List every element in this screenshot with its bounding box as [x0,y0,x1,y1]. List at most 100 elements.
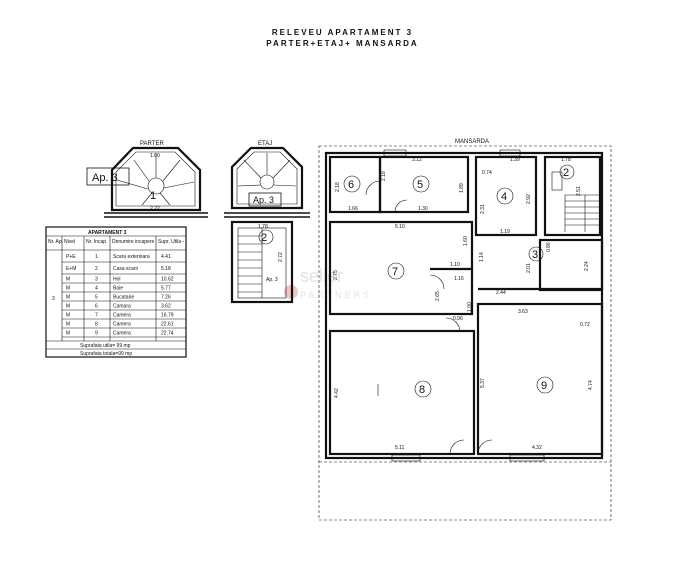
th-ap: Nr. Ap. [48,239,63,245]
dim-m-9-w: 3.63 [518,309,528,315]
dim-m-top-2: 1.78 [561,157,571,163]
th-nr: Nr. Incap. [86,239,107,245]
th-level: Nivel [64,239,75,245]
dim-m-top-5: 3.12 [412,157,422,163]
dim-m-mid-d: 2.65 [435,291,441,301]
ap3-tag-parter-text: Ap. 3 [92,172,118,184]
dim-m-4-c: 2.92 [526,194,532,204]
dim-m-6-w: 1.66 [348,206,358,212]
td-level: P+E [66,254,76,260]
td-nr: 3 [95,277,98,283]
dim-m-3-a: 0.86 [546,242,552,252]
dim-m-8-bottom: 5.11 [395,445,405,451]
dim-m-6-h: 2.18 [335,182,341,192]
mansarda-plan: MANSARDA [318,139,612,521]
td-level: M [66,304,70,310]
dim-m-9-h: 4.74 [588,380,594,390]
dim-m-5-w: 1.30 [418,206,428,212]
td-level: M [66,277,70,283]
mansarda-label: MANSARDA [455,139,489,145]
parter-octagon-wall [110,146,202,212]
td-name: Casa scarii [113,266,138,272]
dim-m-4-b: 2.31 [480,204,486,214]
td-nr: 2 [95,266,98,272]
area-table: APARTAMENT 3 Nr. Ap. Nivel Nr. Incap. De… [45,226,187,358]
td-nr: 4 [95,286,98,292]
room-number-9: 9 [541,380,547,392]
dim-parter-top: 1.00 [150,153,160,159]
parter-label: PARTER [140,141,164,147]
dim-m-8-h: 4.42 [334,388,340,398]
room-number-7: 7 [392,266,398,278]
dim-m-top-4: 1.39 [510,157,520,163]
td-name: Baie [113,286,123,292]
table-title: APARTAMENT 3 [88,230,127,236]
td-nr: 1 [95,254,98,260]
ap3-tag-etaj [248,192,282,207]
etaj-plan: ETAJ Ap. 3 2 1.78 2.72 Ap. 3 [224,141,310,304]
room-number-2-etaj: 2 [261,232,267,244]
dim-m-7-d: 1.14 [479,252,485,262]
room-number-5: 5 [417,179,423,191]
dim-m-7-h: 2.75 [333,270,339,280]
td-area: 5.77 [161,286,171,292]
ap3-tag-parter [86,167,130,186]
room-number-6: 6 [348,179,354,191]
dim-m-3-b: 2.01 [526,263,532,273]
td-nr: 9 [95,331,98,337]
room-2-walls [543,155,602,237]
etaj-label: ETAJ [258,141,272,147]
td-name: Camera [113,322,131,328]
td-name: Camera [113,331,131,337]
dim-m-mid-b: 1.00 [467,302,473,312]
td-area: 16.79 [161,313,174,319]
room-9-walls [476,302,604,456]
td-area: 10.62 [161,277,174,283]
ap3-tag-small: Ap. 3 [266,277,278,283]
td-level: E+M [66,266,76,272]
dim-m-9-mid: 5.37 [480,378,486,388]
td-name: Camera [113,313,131,319]
room-number-8: 8 [419,384,425,396]
ap3-tag-etaj-text: Ap. 3 [253,195,274,205]
td-level: M [66,331,70,337]
room-number-3: 3 [532,249,538,261]
dim-m-7-b: 1.10 [450,262,460,268]
td-area: 22.74 [161,331,174,337]
td-area: 22.61 [161,322,174,328]
dim-m-4-d: 1.19 [500,229,510,235]
etaj-octagon-wall [230,146,304,210]
dim-parter-bottom: 2.22 [150,206,160,212]
td-area: 7.26 [161,295,171,301]
etaj-stair-shaft [230,220,294,304]
plan-title: RELEVEU APARTAMENT 3 [271,28,414,37]
dim-m-5-h: 1.89 [459,183,465,193]
td-name: Scara exterioara [113,254,150,260]
dim-m-hall-w: 5.10 [395,224,405,230]
table-total-overall: Suprafata totala=99 mp [80,351,132,357]
th-area: Supr. Utila - [158,239,184,245]
dim-m-7-a: 1.60 [463,236,469,246]
dim-m-mid-a: 2.44 [496,290,506,296]
td-nr: 8 [95,322,98,328]
mansarda-roof-outline [318,145,612,521]
td-name: Hol [113,277,121,283]
dim-m-9-a: 0.72 [580,322,590,328]
watermark: seller PARTNERS [284,266,369,300]
dim-m-3-c: 2.24 [584,261,590,271]
td-ap-number: 3 [52,296,55,302]
room-8-walls [328,329,476,456]
dim-m-9-bottom: 4.32 [532,445,542,451]
td-level: M [66,313,70,319]
dim-m-mid-c: 0.96 [453,316,463,322]
td-area: 3.62 [161,304,171,310]
dim-m-5-h2: 2.18 [381,171,387,181]
room-5-walls [378,155,470,214]
td-name: Camara [113,304,131,310]
plan-subtitle: PARTER+ETAJ+ MANSARDA [266,39,419,48]
td-area: 4.41 [161,254,171,260]
watermark-word-1: seller [300,266,343,286]
td-name: Bucatarie [113,295,134,301]
parter-plan: PARTER 1 2.22 1.00 Ap. 3 [86,141,208,218]
td-nr: 7 [95,313,98,319]
